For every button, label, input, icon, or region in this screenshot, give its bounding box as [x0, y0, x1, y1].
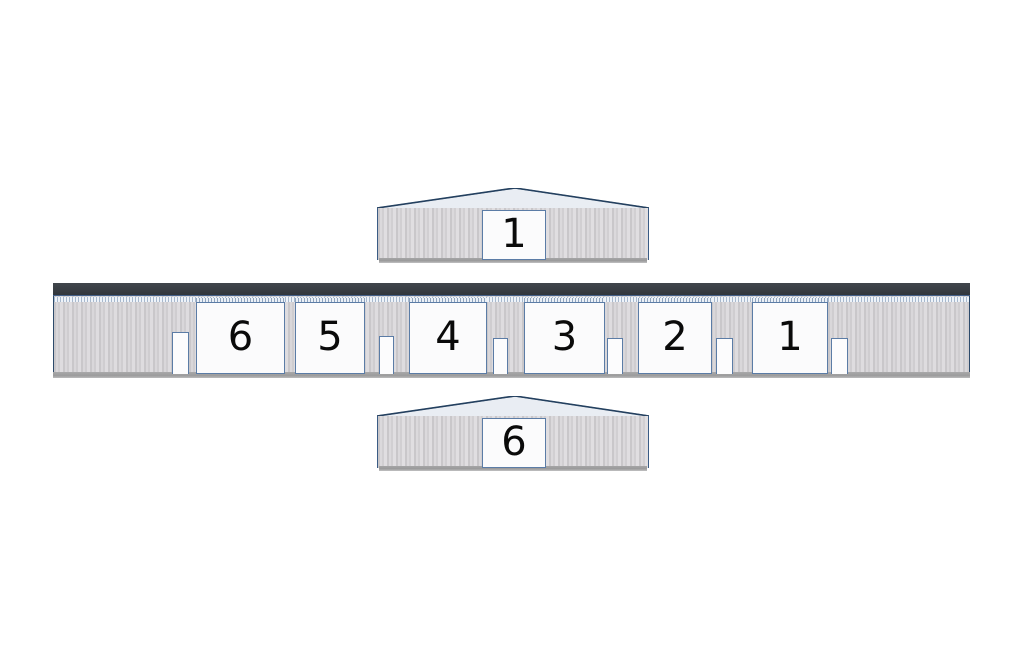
person-door-2[interactable] — [379, 336, 394, 374]
bay-door-number: 6 — [227, 314, 254, 360]
bay-door-6[interactable]: 6 — [196, 302, 285, 374]
bay-door-number: 2 — [662, 314, 688, 360]
bay-door-number: 3 — [551, 314, 578, 360]
person-door-1[interactable] — [172, 332, 189, 374]
bay-door-number: 5 — [317, 314, 343, 360]
south-bay-door-number: 6 — [501, 419, 527, 465]
bay-door-4[interactable]: 4 — [409, 302, 487, 374]
bay-door-2[interactable]: 2 — [638, 302, 712, 374]
main-fascia-hatch — [54, 297, 969, 302]
main-base-shadow — [53, 372, 970, 378]
south-base-shadow — [379, 466, 647, 471]
north-bay-door[interactable]: 1 — [482, 210, 546, 260]
south-roof-outline — [377, 396, 649, 421]
person-door-4[interactable] — [607, 338, 623, 374]
south-bay-door[interactable]: 6 — [482, 418, 546, 468]
person-door-3[interactable] — [493, 338, 508, 374]
bay-door-3[interactable]: 3 — [524, 302, 605, 374]
bay-door-5[interactable]: 5 — [295, 302, 365, 374]
bay-door-number: 1 — [777, 314, 803, 360]
south-gable-building: 6 — [377, 396, 649, 474]
main-roof-band — [53, 283, 970, 296]
person-door-6[interactable] — [831, 338, 848, 374]
north-roof-outline — [377, 188, 649, 213]
bay-door-1[interactable]: 1 — [752, 302, 828, 374]
person-door-5[interactable] — [716, 338, 733, 374]
north-gable-building: 1 — [377, 188, 649, 266]
north-bay-door-number: 1 — [501, 211, 527, 257]
bay-door-number: 4 — [435, 314, 461, 360]
north-base-shadow — [379, 258, 647, 263]
